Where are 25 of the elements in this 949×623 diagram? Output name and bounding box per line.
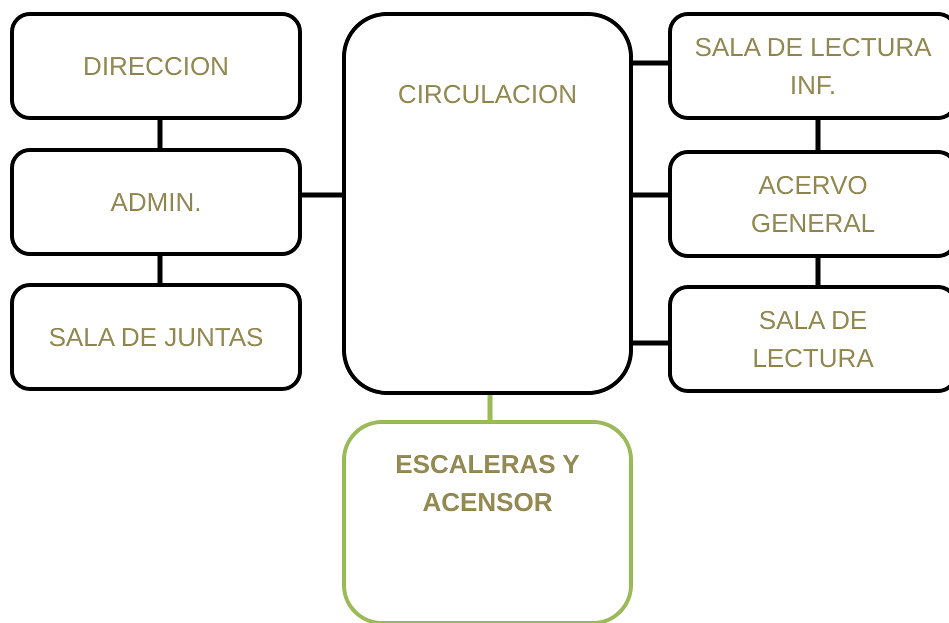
room-label: ACERVO GENERAL <box>750 169 876 240</box>
room-label: DIRECCION <box>82 50 230 83</box>
room-box <box>342 420 633 623</box>
room-box <box>668 150 949 258</box>
room-label: CIRCULACION <box>396 78 578 110</box>
room-label: SALA DE LECTURA INF. <box>694 31 932 102</box>
connector-line <box>302 192 342 198</box>
room-box <box>10 283 302 391</box>
room-box <box>10 12 302 120</box>
connector-line <box>816 258 820 285</box>
room-label: ADMIN. <box>110 186 202 219</box>
room-label: SALA DE JUNTAS <box>48 321 264 354</box>
room-label: ESCALERAS Y ACENSOR <box>394 448 581 518</box>
room-box <box>342 12 633 395</box>
room-box <box>10 148 302 256</box>
connector-line <box>633 192 668 198</box>
connector-line <box>633 60 668 66</box>
room-box <box>668 12 949 120</box>
connector-line <box>158 120 162 148</box>
room-label: SALA DE LECTURA <box>751 304 875 375</box>
room-box <box>668 285 949 393</box>
connector-line <box>633 340 668 346</box>
connector-line <box>158 256 162 283</box>
connector-line <box>488 395 492 420</box>
connector-line <box>816 120 820 150</box>
